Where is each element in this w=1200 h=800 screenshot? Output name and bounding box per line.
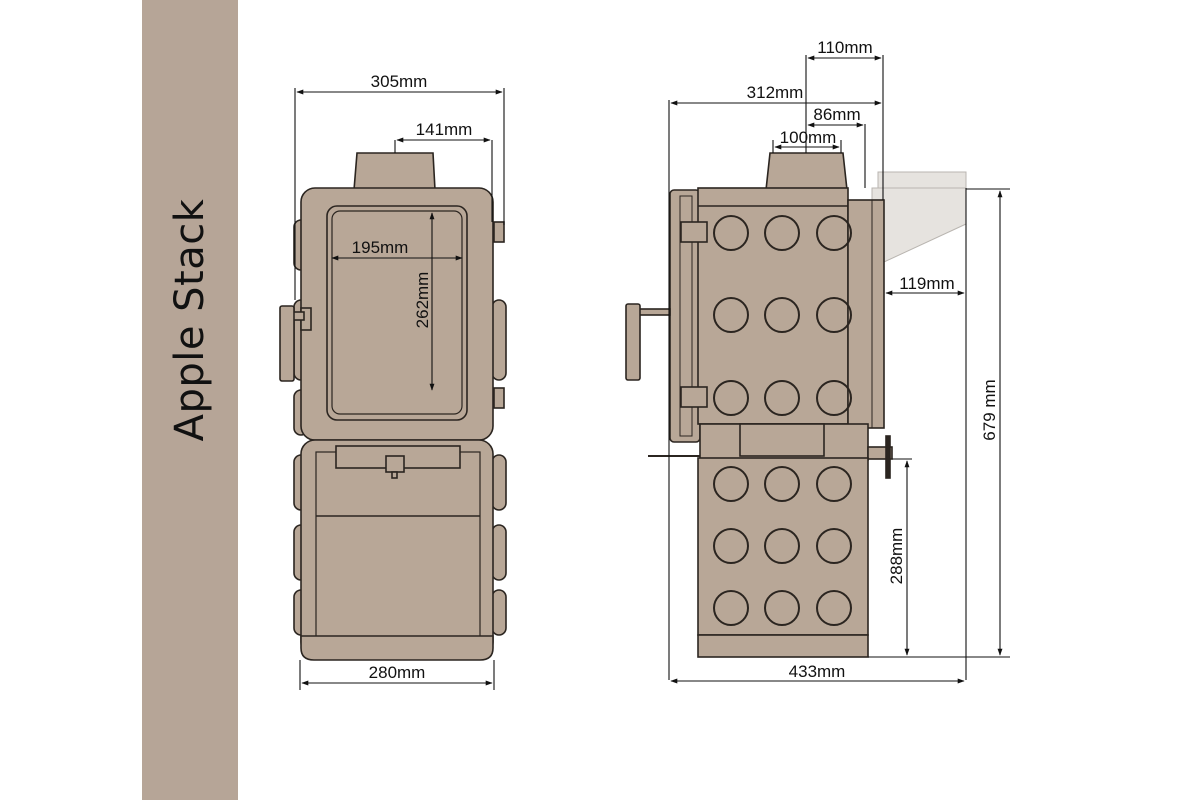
front-door-window xyxy=(331,210,463,415)
side-lower-vents xyxy=(713,466,852,626)
side-door-handle xyxy=(625,303,671,381)
front-firebox xyxy=(300,187,494,441)
front-door-frame xyxy=(326,205,468,421)
dim-base-width: 280mm xyxy=(369,663,426,682)
front-air-control-knob xyxy=(385,455,405,473)
front-base-lip xyxy=(300,635,494,661)
front-hinge-top xyxy=(493,221,505,243)
side-lower-stack xyxy=(697,457,869,636)
side-firebox xyxy=(697,187,849,425)
dim-flue-to-rear-top: 110mm xyxy=(817,38,872,57)
dim-window-height: 262mm xyxy=(413,272,432,329)
front-view xyxy=(279,152,507,661)
dim-outlet-height: 288mm xyxy=(887,528,906,585)
side-dimensions xyxy=(668,55,1010,684)
dim-overall-height: 679 mm xyxy=(980,379,999,440)
side-base xyxy=(697,634,869,658)
front-hinge-bottom xyxy=(493,387,505,409)
dim-flue-to-back: 86mm xyxy=(813,105,860,124)
dim-flue-offset: 141mm xyxy=(416,120,473,139)
side-rear-plate xyxy=(847,199,885,429)
dim-overall-width: 305mm xyxy=(371,72,428,91)
side-flue-ghost xyxy=(871,171,967,263)
dim-base-depth: 433mm xyxy=(789,662,846,681)
dim-rear-clearance: 119mm xyxy=(899,274,954,293)
front-door-handle xyxy=(279,305,312,382)
front-dimensions xyxy=(294,88,505,690)
sidebar-panel: Apple Stack xyxy=(142,0,238,800)
side-upper-vents xyxy=(713,215,852,416)
dim-flue-diameter: 100mm xyxy=(780,128,837,147)
side-flue-collar xyxy=(765,152,848,191)
dim-overall-depth: 312mm xyxy=(747,83,804,102)
front-flue-collar xyxy=(353,152,436,191)
dim-window-width: 195mm xyxy=(352,238,409,257)
side-view xyxy=(625,152,893,658)
side-hinges xyxy=(680,221,708,408)
